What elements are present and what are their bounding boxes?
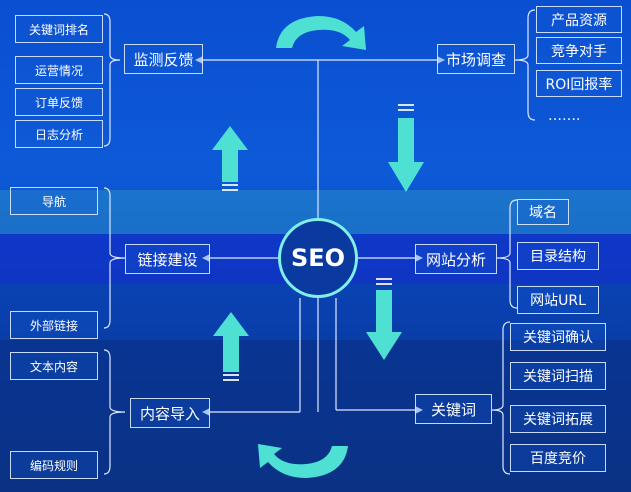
arrowhead — [415, 254, 423, 262]
down-arrow-icon — [388, 118, 424, 192]
down-arrow-icon — [366, 290, 402, 360]
up-arrow-icon — [212, 126, 248, 182]
monitor-item: 关键词排名 — [15, 15, 103, 43]
keyword-item: 关键词确认 — [510, 323, 606, 351]
arrowhead — [437, 56, 445, 64]
cycle-arrow-icon — [276, 16, 366, 50]
content-item: 文本内容 — [10, 352, 98, 380]
monitor-item: 运营情况 — [15, 56, 103, 84]
arrowhead — [195, 56, 203, 64]
up-arrow-icon — [213, 312, 249, 372]
monitor-item: 日志分析 — [15, 120, 103, 148]
cycle-arrow-icon — [258, 444, 348, 478]
content-item: 编码规则 — [10, 451, 98, 479]
arrowhead — [415, 406, 423, 414]
monitor-item: 订单反馈 — [15, 88, 103, 116]
market-item: 产品资源 — [536, 6, 622, 33]
keyword-node: 关键词 — [415, 394, 492, 424]
seo-center-circle: SEO — [278, 218, 358, 298]
site-item: 网站URL — [517, 286, 599, 314]
market-item: 竞争对手 — [536, 37, 622, 64]
link-item: 导航 — [10, 187, 98, 215]
market-item: ……. — [548, 108, 581, 124]
site-item: 目录结构 — [517, 242, 599, 270]
keyword-item: 关键词扫描 — [510, 362, 606, 390]
content-import-node: 内容导入 — [130, 398, 210, 428]
link-item: 外部链接 — [10, 311, 98, 339]
market-research-node: 市场调查 — [437, 44, 515, 74]
monitor-feedback-node: 监测反馈 — [124, 44, 203, 74]
keyword-item: 百度竞价 — [510, 444, 606, 472]
arrowhead — [202, 254, 210, 262]
arrowhead — [202, 408, 210, 416]
link-building-node: 链接建设 — [125, 244, 210, 274]
market-item: ROI回报率 — [536, 70, 622, 97]
keyword-item: 关键词拓展 — [510, 405, 606, 433]
site-analysis-node: 网站分析 — [415, 244, 497, 274]
site-item: 域名 — [517, 199, 569, 225]
